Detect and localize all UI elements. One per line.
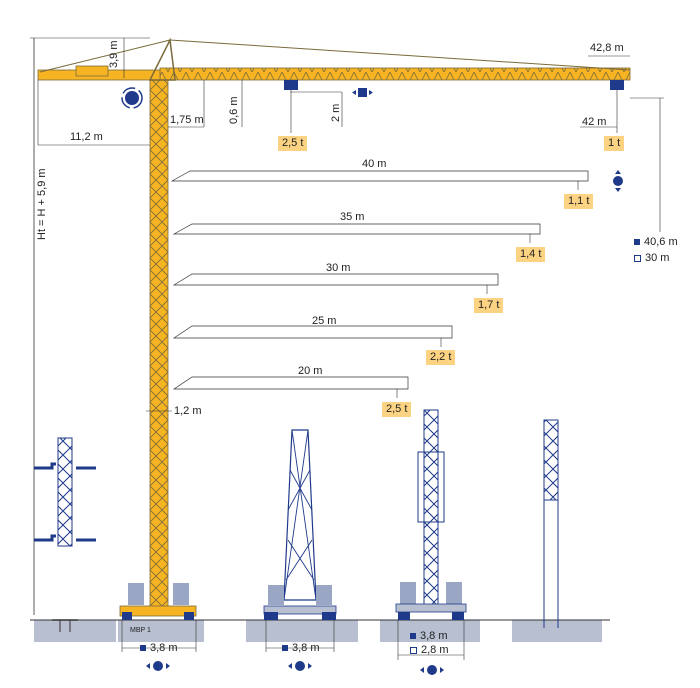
model-label: MBP 1 xyxy=(130,627,151,634)
main-ballast-2 xyxy=(173,583,189,605)
ground-base-5 xyxy=(512,620,602,642)
jib-config-25 xyxy=(172,325,453,347)
hoist-icon xyxy=(613,170,623,192)
main-wheel-right xyxy=(184,612,194,620)
jib-length-label: 40 m xyxy=(362,158,387,170)
main-base xyxy=(119,605,197,617)
height-option-hollow: 30 m xyxy=(634,252,669,265)
base-value: 2,8 m xyxy=(421,644,449,656)
base-label-3b: 2,8 m xyxy=(410,644,449,657)
cathead-label: 1,75 m xyxy=(170,114,204,126)
base-value: 3,8 m xyxy=(420,630,448,642)
jib-load-badge: 2,5 t xyxy=(382,402,412,417)
main-ballast xyxy=(128,583,144,605)
travel-label: 2 m xyxy=(330,103,342,122)
base-config-2 xyxy=(263,429,337,620)
filled-square-icon xyxy=(282,645,288,652)
base-config-3 xyxy=(395,409,467,620)
jib-length-label: 20 m xyxy=(298,365,323,377)
max-jib-top-label: 42,8 m xyxy=(590,42,624,54)
hollow-square-icon xyxy=(410,646,417,654)
jib-length-label: 25 m xyxy=(312,315,337,327)
counter-jib-label: 11,2 m xyxy=(70,131,103,143)
base-travel-icon-1 xyxy=(146,661,170,671)
jib-load-badge: 1,7 t xyxy=(474,298,504,313)
max-jib-label: 42 m xyxy=(582,116,607,128)
base-label-3: 3,8 m xyxy=(410,630,448,643)
counter-tie xyxy=(39,39,171,73)
tower-width-label: 1,2 m xyxy=(174,405,202,417)
jib-config-40 xyxy=(170,170,589,190)
tower-top-label: 3,9 m xyxy=(108,40,120,68)
trolley-inner xyxy=(284,80,298,90)
height-label: Ht = H + 5,9 m xyxy=(36,168,48,240)
jib-load-badge: 2,5 t xyxy=(278,136,308,151)
base-label-2: 3,8 m xyxy=(282,642,320,655)
main-wheel-left xyxy=(122,612,132,620)
main-jib-lattice xyxy=(160,68,630,80)
jib-load-badge: 2,2 t xyxy=(426,350,456,365)
anchor-1 xyxy=(52,619,78,632)
filled-square-icon xyxy=(140,645,146,652)
height-value: 40,6 m xyxy=(644,236,678,248)
ground-base-4 xyxy=(380,620,480,642)
jib-load-badge: 1,4 t xyxy=(516,247,546,262)
counterweight xyxy=(75,65,109,77)
jib-tie xyxy=(169,39,631,71)
base-config-4 xyxy=(543,419,559,628)
jib-load-badge: 1,1 t xyxy=(564,194,594,209)
tower-section-detail xyxy=(34,437,96,547)
base-label-1: 3,8 m xyxy=(140,642,178,655)
rotation-icon xyxy=(121,87,143,109)
main-tower-lattice xyxy=(150,80,168,610)
trolley-drop-label: 0,6 m xyxy=(228,96,240,124)
ground-base-3 xyxy=(246,620,358,642)
jib-length-label: 30 m xyxy=(326,262,351,274)
trolley-travel-icon xyxy=(352,88,373,97)
trolley-outer xyxy=(610,80,624,90)
filled-square-icon xyxy=(634,239,640,246)
height-option-filled: 40,6 m xyxy=(634,236,678,249)
ground-base-1 xyxy=(34,620,116,642)
jib-config-20 xyxy=(172,376,409,398)
jib-config-35 xyxy=(172,223,541,243)
base-value: 3,8 m xyxy=(150,642,178,654)
base-value: 3,8 m xyxy=(292,642,320,654)
height-value: 30 m xyxy=(645,252,670,264)
tip-load-badge: 1 t xyxy=(604,136,625,151)
jib-length-label: 35 m xyxy=(340,211,365,223)
base-travel-icon-3 xyxy=(420,665,444,675)
jib-config-30 xyxy=(172,273,499,294)
filled-square-icon xyxy=(410,633,416,640)
tower-head xyxy=(148,37,176,81)
ground-base-2 xyxy=(118,620,204,642)
hollow-square-icon xyxy=(634,254,641,262)
base-travel-icon-2 xyxy=(288,661,312,671)
